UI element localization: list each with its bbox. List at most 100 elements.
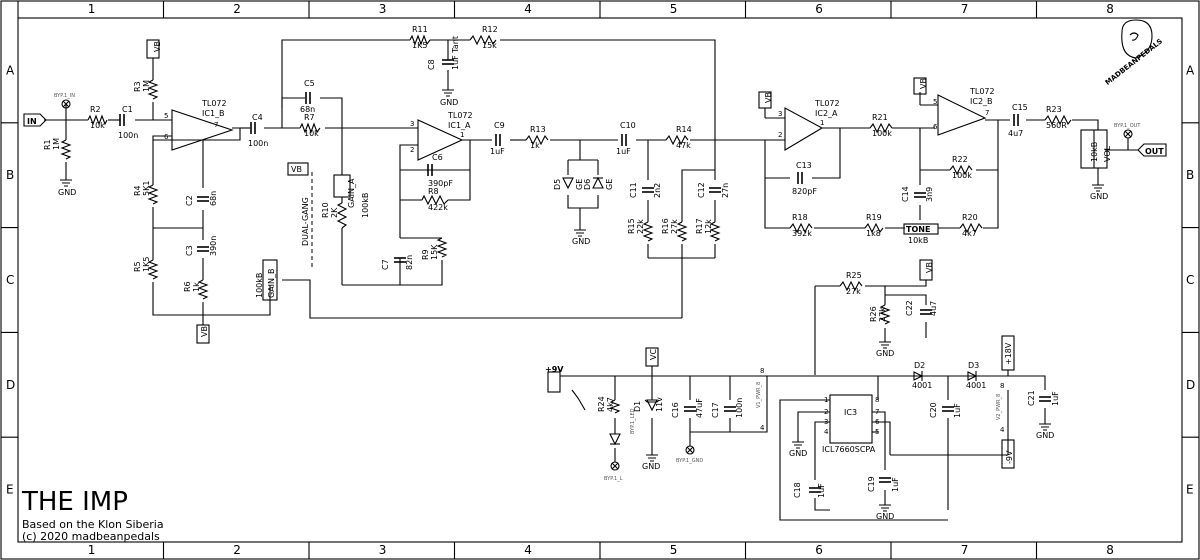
pin-ic2b-5: 5 (933, 98, 937, 106)
row-label-left-B: B (6, 168, 14, 182)
r6-value: 1k (192, 282, 201, 292)
r16-ref: R16 (661, 218, 670, 234)
r10-ref: R10 (321, 202, 330, 218)
pin-ic3-6: 6 (875, 418, 880, 426)
pin-ic2a-2: 2 (778, 131, 782, 139)
r24-ref: R24 (597, 396, 606, 412)
net-labels: BYP.1_IN BYP.1_OUT BYP.1_L BYP.1_GND BYP… (54, 93, 1141, 482)
r26-value: 27k (878, 307, 887, 322)
c8-ref: C8 (427, 59, 436, 70)
c14-value: 3n9 (925, 187, 934, 202)
column-label-bottom-3: 3 (379, 543, 387, 557)
column-label-top-7: 7 (961, 2, 969, 16)
r1-ref: R1 (43, 139, 52, 150)
c6-value: 390pF (428, 179, 453, 188)
row-label-right-C: C (1186, 273, 1194, 287)
pin-supply-4a: 4 (760, 424, 765, 432)
ic1b-ref: IC1_B (202, 109, 225, 118)
column-label-bottom-4: 4 (524, 543, 532, 557)
ic3-ref: IC3 (844, 408, 857, 417)
c12-ref: C12 (697, 182, 706, 198)
column-label-bottom-8: 8 (1106, 543, 1114, 557)
c4-ref: C4 (252, 113, 263, 122)
column-label-bottom-7: 7 (961, 543, 969, 557)
gnd-label-7: GND (789, 449, 807, 458)
vc-port-label: VC (649, 349, 658, 360)
c1-ref: C1 (122, 105, 133, 114)
c5-ref: C5 (304, 79, 315, 88)
vb-port-label-4: VB (764, 92, 773, 103)
r20-value: 4k7 (962, 229, 977, 238)
pin-ic3-5: 5 (875, 428, 879, 436)
d1-value: 11v (655, 397, 664, 412)
r13-ref: R13 (530, 125, 546, 134)
pin-ic3-2: 2 (824, 408, 828, 416)
c2-value: 68n (209, 191, 218, 206)
c19-ref: C19 (867, 476, 876, 492)
gain-a-value: 100kB (361, 193, 370, 218)
p18v-port-label: +18V (1004, 342, 1013, 365)
r15-ref: R15 (627, 218, 636, 234)
pin-ic3-7: 7 (875, 408, 879, 416)
pin-ic3-1: 1 (824, 396, 828, 404)
c3-value: 390n (209, 236, 218, 256)
gnd-label-9: GND (1036, 431, 1054, 440)
r22-value: 100k (952, 171, 972, 180)
c20-value: 1uF (953, 403, 962, 418)
gain-b-name: GAIN_B (267, 268, 276, 298)
r11-value: 1K5 (412, 41, 427, 50)
input-port: IN (23, 113, 47, 127)
pin-ic3-8: 8 (875, 396, 879, 404)
vb-ports: VB VB VB VB VB VB (146, 39, 934, 344)
r5-value: 1K5 (142, 257, 151, 272)
vb-port-label-3: VB (291, 165, 302, 174)
tone-name: TONE (906, 225, 930, 234)
pin-supply-8b: 8 (1000, 382, 1004, 390)
column-ticks (162, 1, 1038, 559)
column-label-top-6: 6 (815, 2, 823, 16)
r25-ref: R25 (846, 271, 862, 280)
ic3-part: ICL7660SCPA (822, 445, 876, 454)
row-label-right-D: D (1186, 378, 1195, 392)
c1-value: 100n (118, 131, 138, 140)
d6-value: GE (605, 179, 614, 190)
r23-value: 560R (1046, 121, 1067, 130)
r7-value: 10k (304, 129, 319, 138)
ic2b-ref: IC2_B (970, 97, 993, 106)
sheet-subtitle-1: Based on the Klon Siberia (22, 518, 164, 531)
wires (44, 39, 1138, 521)
column-label-top-3: 3 (379, 2, 387, 16)
pin-ic1b-7: 7 (214, 121, 218, 129)
c13-value: 820pF (792, 187, 817, 196)
d2-value: 4001 (912, 381, 932, 390)
pin-ic1b-6: 6 (164, 133, 169, 141)
title-block: THE IMP Based on the Klon Siberia (c) 20… (21, 487, 164, 543)
net-byp1-in: BYP.1_IN (54, 93, 75, 99)
gnd-label-4: GND (1090, 192, 1108, 201)
vb-port-label-2: VB (200, 326, 209, 337)
c2-ref: C2 (185, 195, 194, 206)
c19-value: 1uF (891, 477, 900, 492)
row-label-right-A: A (1186, 63, 1195, 77)
d5-ref: D5 (553, 179, 562, 190)
c3-ref: C3 (185, 245, 194, 256)
row-label-right-B: B (1186, 168, 1194, 182)
r6-ref: R6 (183, 281, 192, 292)
r17-value: 12k (704, 219, 713, 234)
column-label-top-5: 5 (670, 2, 678, 16)
c12-value: 27n (721, 183, 730, 198)
r22-ref: R22 (952, 155, 968, 164)
logo-text: MADBEANPEDALS (1104, 37, 1164, 87)
gain-b-value: 100kB (255, 273, 264, 298)
r8-ref: R8 (428, 187, 439, 196)
r20-ref: R20 (962, 213, 978, 222)
r17-ref: R17 (695, 218, 704, 234)
c10-ref: C10 (620, 121, 636, 130)
ic1a-ref: IC1_A (448, 121, 471, 130)
